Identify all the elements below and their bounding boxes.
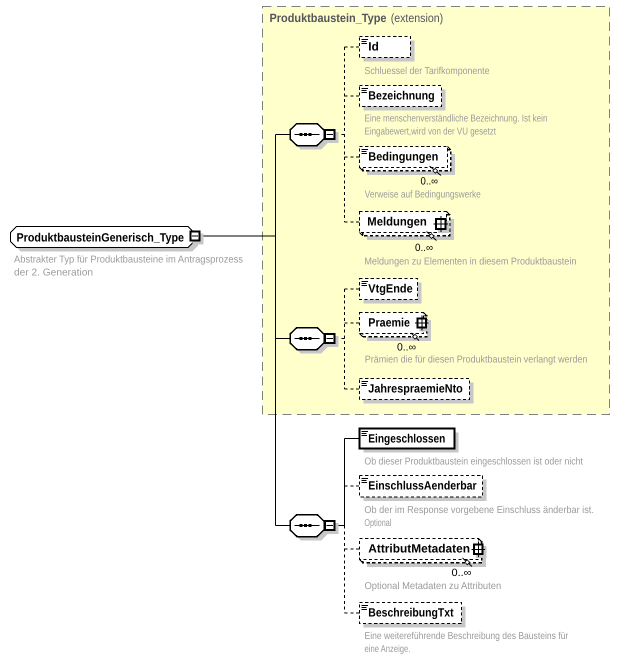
- svg-text:der 2. Generation: der 2. Generation: [14, 268, 93, 279]
- svg-text:eine Anzeige.: eine Anzeige.: [365, 644, 411, 655]
- svg-text:Ob der im Response vorgebene E: Ob der im Response vorgebene Einschluss …: [364, 505, 594, 516]
- svg-text:Ob dieser Produktbaustein eing: Ob dieser Produktbaustein eingeschlossen…: [364, 456, 583, 467]
- svg-text:Eingeschlossen: Eingeschlossen: [368, 432, 445, 446]
- svg-text:JahrespraemieNto: JahrespraemieNto: [368, 382, 463, 396]
- svg-text:EinschlussAenderbar: EinschlussAenderbar: [368, 479, 477, 493]
- svg-text:Meldungen: Meldungen: [367, 215, 427, 229]
- svg-text:0..∞: 0..∞: [421, 176, 439, 188]
- svg-text:Id: Id: [368, 40, 379, 54]
- svg-text:0..∞: 0..∞: [415, 242, 433, 254]
- svg-text:0..∞: 0..∞: [452, 567, 473, 579]
- svg-text:Meldungen zu Elementen in dies: Meldungen zu Elementen in diesem Produkt…: [364, 256, 576, 267]
- svg-text:AttributMetadaten: AttributMetadaten: [368, 542, 470, 556]
- svg-text:Bezeichnung: Bezeichnung: [368, 89, 434, 103]
- svg-text:Produktbaustein_Type: Produktbaustein_Type: [270, 11, 387, 25]
- svg-text:Abstrakter Typ für Produktbaus: Abstrakter Typ für Produktbausteine im A…: [14, 255, 243, 266]
- svg-text:Eingabewert,wird von der VU ge: Eingabewert,wird von der VU gesetzt: [365, 127, 497, 138]
- svg-text:Bedingungen: Bedingungen: [368, 150, 438, 164]
- svg-text:BeschreibungTxt: BeschreibungTxt: [368, 606, 453, 620]
- svg-text:Optional: Optional: [364, 518, 391, 529]
- svg-text:Eine weitereführende Beschreib: Eine weitereführende Beschreibung des Ba…: [365, 631, 569, 642]
- svg-text:Prämien die für diesen Produkt: Prämien die für diesen Produktbaustein v…: [365, 354, 588, 365]
- svg-text:Optional Metadaten zu Attribut: Optional Metadaten zu Attributen: [365, 581, 502, 592]
- svg-text:ProduktbausteinGenerisch_Type: ProduktbausteinGenerisch_Type: [17, 230, 185, 244]
- svg-text:(extension): (extension): [391, 11, 444, 25]
- svg-text:VtgEnde: VtgEnde: [368, 282, 413, 296]
- svg-text:Praemie: Praemie: [368, 316, 410, 330]
- svg-text:Eine menschenverständliche Bez: Eine menschenverständliche Bezeichnung. …: [365, 114, 548, 125]
- svg-text:Verweise auf Bedingungswerke: Verweise auf Bedingungswerke: [365, 190, 481, 201]
- svg-text:0..∞: 0..∞: [397, 342, 416, 354]
- svg-text:Schluessel der Tarifkomponente: Schluessel der Tarifkomponente: [365, 66, 490, 77]
